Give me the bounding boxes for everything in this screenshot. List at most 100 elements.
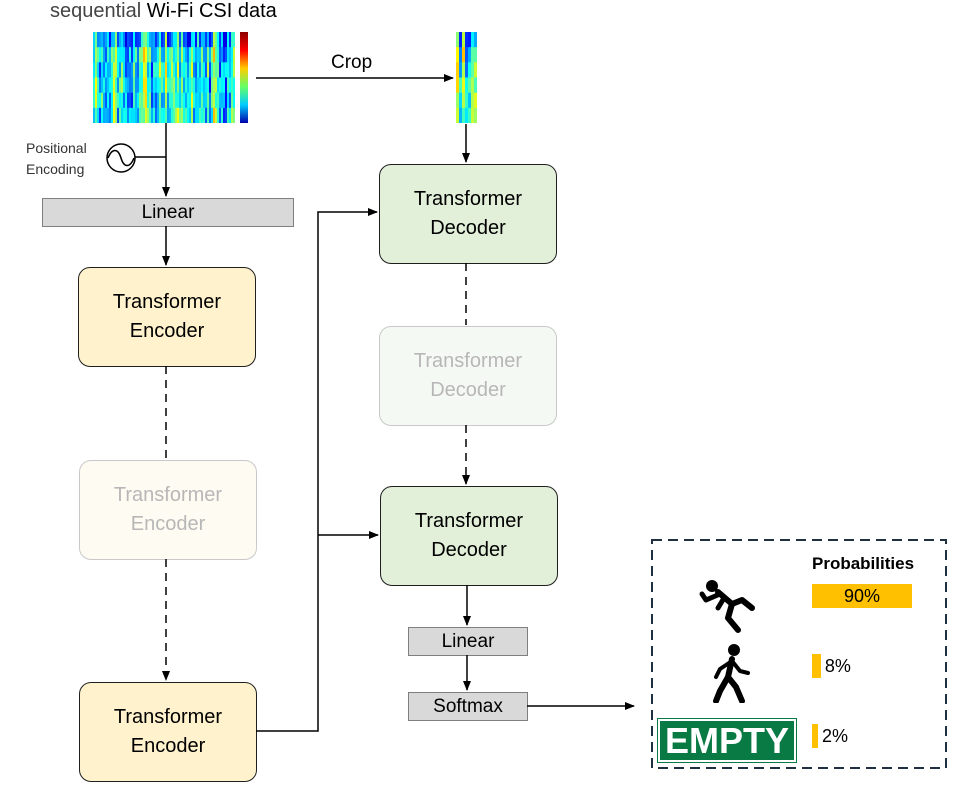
heatmap-cell — [115, 92, 118, 109]
heatmap-cell — [189, 32, 192, 48]
heatmap-cell — [474, 77, 478, 94]
heatmap-cell — [105, 32, 108, 48]
heatmap-cell — [229, 77, 232, 94]
heatmap-cell — [141, 77, 144, 94]
heatmap-cell — [191, 32, 194, 48]
softmax-layer: Softmax — [408, 692, 528, 721]
heatmap-cell — [129, 92, 132, 109]
sine-wave-curve — [107, 149, 135, 167]
heatmap-cell — [141, 47, 144, 63]
heatmap-cell — [159, 107, 162, 124]
heatmap-cell — [185, 32, 188, 48]
heatmap-cell — [227, 77, 230, 94]
heatmap-cell — [468, 62, 472, 79]
heatmap-cell — [103, 32, 106, 48]
heatmap-cell — [95, 107, 98, 124]
heatmap-cell — [123, 47, 126, 63]
heatmap-cell — [117, 107, 120, 124]
heatmap-cell — [137, 62, 140, 79]
heatmap-cell — [209, 62, 212, 79]
heatmap-cell — [195, 107, 198, 124]
heatmap-cell — [173, 62, 176, 79]
heatmap-cell — [167, 32, 170, 48]
heatmap-cell — [97, 92, 100, 109]
heatmap-cell — [163, 92, 166, 109]
heatmap-cell — [99, 107, 102, 124]
heatmap-cell — [213, 107, 216, 124]
heatmap-cell — [197, 92, 200, 109]
heatmap-cell — [111, 32, 114, 48]
heatmap-cell — [185, 92, 188, 109]
output-box — [651, 539, 947, 769]
heatmap-cell — [123, 62, 126, 79]
heatmap-cell — [205, 107, 208, 124]
heatmap-cell — [141, 32, 144, 48]
heatmap-cell — [93, 47, 96, 63]
heatmap-cell — [465, 77, 469, 94]
heatmap-cell — [97, 107, 100, 124]
heatmap-cell — [183, 77, 186, 94]
heatmap-cell — [229, 107, 232, 124]
heatmap-cell — [193, 107, 196, 124]
heatmap-cell — [233, 92, 236, 109]
heatmap-cell — [189, 107, 192, 124]
heatmap-cell — [193, 62, 196, 79]
heatmap-cell — [95, 77, 98, 94]
positional-encoding-line2: Encoding — [26, 161, 85, 177]
heatmap-cell — [155, 62, 158, 79]
heatmap-cell — [121, 62, 124, 79]
heatmap-cell — [169, 32, 172, 48]
heatmap-cell — [195, 47, 198, 63]
input-title-strong: Wi-Fi CSI data — [146, 0, 277, 22]
heatmap-cell — [215, 47, 218, 63]
heatmap-cell — [123, 77, 126, 94]
heatmap-cell — [203, 32, 206, 48]
heatmap-cell — [197, 77, 200, 94]
heatmap-cell — [199, 62, 202, 79]
heatmap-cell — [127, 107, 130, 124]
walking-person-icon — [713, 644, 750, 703]
heatmap-cell — [97, 62, 100, 79]
heatmap-cell — [221, 107, 224, 124]
heatmap-cell — [151, 32, 154, 48]
arrow-memory-to-decoder-1 — [256, 208, 378, 732]
heatmap-cell — [109, 92, 112, 109]
heatmap-cell — [185, 107, 188, 124]
heatmap-cell — [153, 107, 156, 124]
heatmap-cell — [155, 107, 158, 124]
heatmap-cell — [219, 62, 222, 79]
heatmap-cell — [219, 32, 222, 48]
heatmap-cell — [468, 47, 472, 63]
heatmap-cell — [145, 62, 148, 79]
heatmap-cell — [459, 32, 463, 48]
heatmap-cell — [181, 47, 184, 63]
heatmap-cell — [223, 77, 226, 94]
heatmap-cell — [227, 92, 230, 109]
heatmap-cell — [101, 62, 104, 79]
heatmap-cell — [163, 77, 166, 94]
heatmap-cell — [205, 32, 208, 48]
heatmap-cell — [183, 107, 186, 124]
heatmap-cell — [233, 47, 236, 63]
heatmap-cell — [105, 92, 108, 109]
heatmap-cell — [203, 107, 206, 124]
heatmap-cell — [99, 92, 102, 109]
heatmap-cell — [161, 47, 164, 63]
heatmap-cell — [133, 77, 136, 94]
heatmap-cell — [217, 47, 220, 63]
heatmap-cell — [165, 47, 168, 63]
heatmap-cell — [205, 62, 208, 79]
heatmap-cell — [95, 32, 98, 48]
heatmap-cell — [465, 47, 469, 63]
heatmap-cell — [471, 77, 475, 94]
heatmap-cell — [127, 92, 130, 109]
heatmap-cell — [155, 77, 158, 94]
heatmap-cell — [173, 47, 176, 63]
heatmap-cell — [211, 47, 214, 63]
heatmap-cell — [101, 92, 104, 109]
heatmap-cell — [233, 107, 236, 124]
heatmap-cell — [177, 92, 180, 109]
heatmap-cell — [165, 32, 168, 48]
heatmap-cell — [133, 62, 136, 79]
heatmap-cell — [153, 77, 156, 94]
